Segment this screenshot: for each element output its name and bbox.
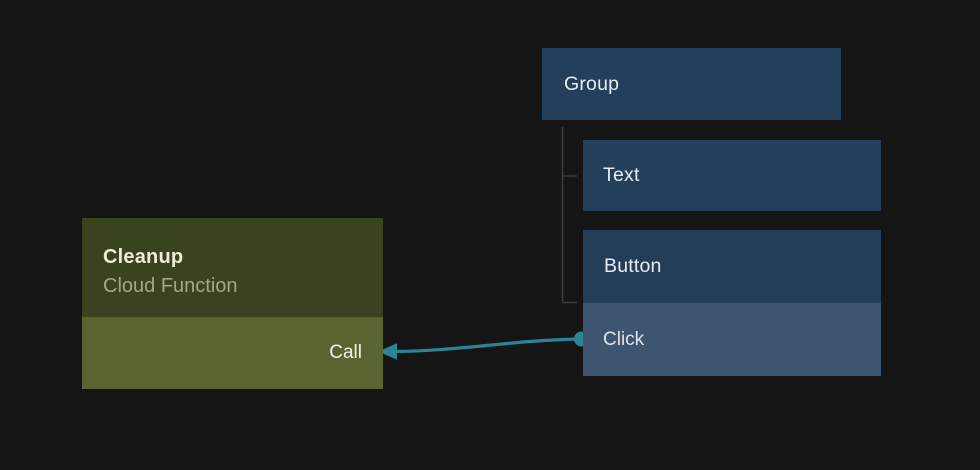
tree-connector [561, 127, 577, 304]
group-node-label: Group [564, 72, 620, 95]
text-node-label: Text [603, 164, 640, 186]
cleanup-node-subtitle: Cloud Function [103, 275, 238, 297]
text-node[interactable]: Text [583, 140, 881, 211]
connection-edge[interactable] [394, 337, 582, 354]
call-port[interactable]: Call [82, 317, 383, 389]
button-node[interactable]: Button Click [583, 230, 881, 376]
call-port-label: Call [329, 342, 362, 363]
button-node-label: Button [604, 255, 662, 277]
cleanup-node-title: Cleanup [103, 246, 184, 268]
cleanup-node-header[interactable]: Cleanup Cloud Function [82, 218, 383, 317]
group-node[interactable]: Group [542, 48, 841, 120]
button-node-header[interactable]: Button [583, 230, 881, 303]
click-port-label: Click [603, 328, 645, 350]
cleanup-node[interactable]: Cleanup Cloud Function Call [82, 218, 383, 389]
click-port[interactable]: Click [583, 303, 881, 376]
